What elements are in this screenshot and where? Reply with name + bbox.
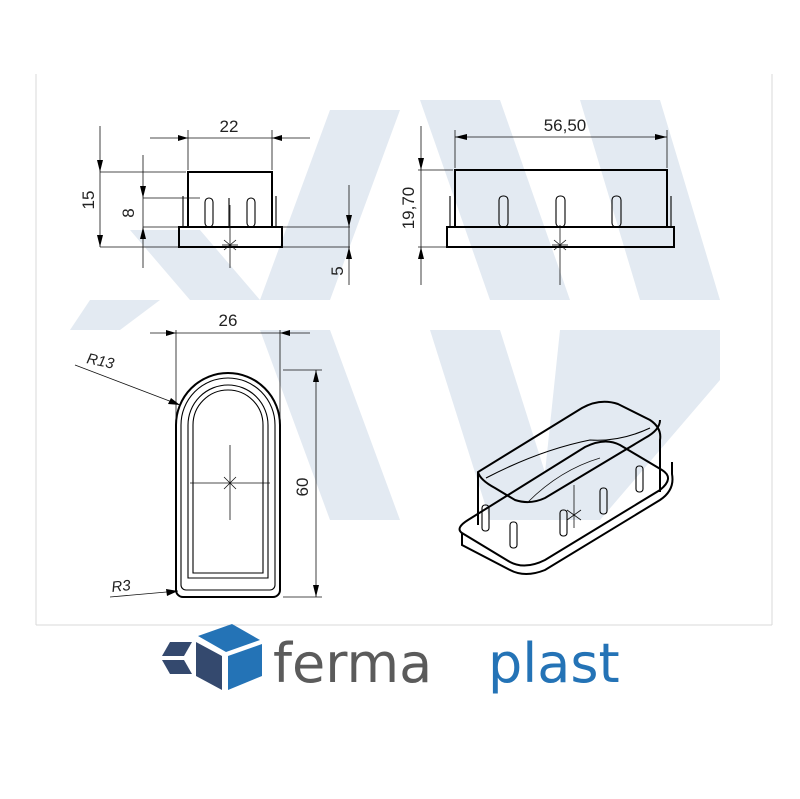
dim-front-width: 22 bbox=[220, 117, 239, 136]
isometric-view bbox=[458, 400, 674, 575]
brand-name-part1: ferma bbox=[273, 632, 432, 695]
side-view bbox=[418, 126, 675, 285]
front-view bbox=[97, 126, 352, 285]
radius-label-corner: R3 bbox=[111, 577, 133, 596]
brand-mark-icon bbox=[162, 624, 262, 690]
dim-side-length: 56,50 bbox=[544, 116, 587, 135]
radius-label-top: R13 bbox=[85, 350, 116, 372]
dim-top-width: 26 bbox=[219, 311, 238, 330]
dim-side-height: 19,70 bbox=[399, 187, 418, 230]
brand-logo: ferma plast bbox=[162, 624, 620, 695]
brand-name-part2: plast bbox=[488, 632, 620, 695]
top-view bbox=[74, 330, 322, 598]
dim-front-height: 15 bbox=[79, 191, 98, 210]
dim-front-fin-height: 8 bbox=[119, 208, 138, 217]
dim-top-length: 60 bbox=[293, 478, 312, 497]
watermark-logo bbox=[70, 100, 720, 520]
dim-front-base-height: 5 bbox=[328, 266, 347, 275]
